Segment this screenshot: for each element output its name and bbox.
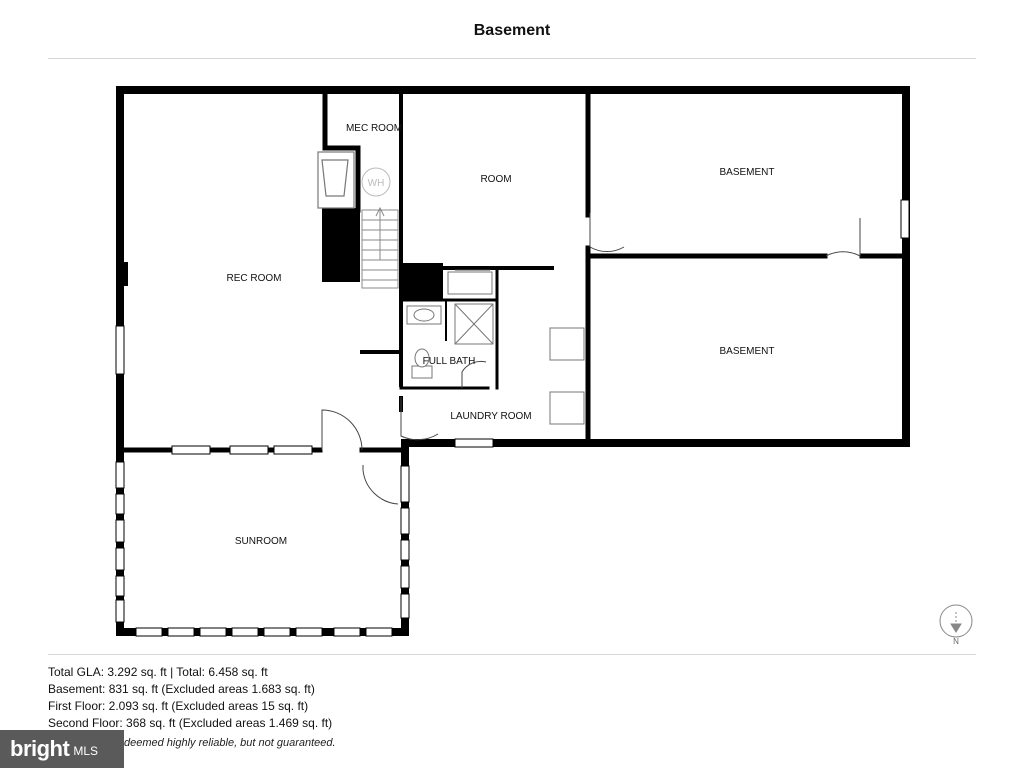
header-divider <box>48 58 976 59</box>
area-summary: Total GLA: 3.292 sq. ft | Total: 6.458 s… <box>48 664 332 732</box>
page-title: Basement <box>473 22 551 39</box>
compass-icon: N <box>939 604 973 646</box>
wall-column <box>118 262 128 286</box>
logo-mls: MLS <box>73 744 99 758</box>
walls <box>116 86 910 636</box>
bright-mls-logo: bright MLS <box>0 730 124 768</box>
area-total: Total GLA: 3.292 sq. ft | Total: 6.458 s… <box>48 665 268 679</box>
floor-plan: WH <box>115 86 973 646</box>
label-mec-room: MEC ROOM <box>346 123 402 134</box>
area-basement: Basement: 831 sq. ft (Excluded areas 1.6… <box>48 682 315 696</box>
footer-divider <box>48 654 976 655</box>
staircase <box>361 206 399 289</box>
chimney-block <box>403 263 443 299</box>
area-first-floor: First Floor: 2.093 sq. ft (Excluded area… <box>48 699 309 713</box>
label-full-bath: FULL BATH <box>423 356 476 367</box>
label-sunroom: SUNROOM <box>235 536 287 547</box>
compass-label: N <box>953 637 959 646</box>
stair-block <box>322 208 360 282</box>
logo-brand: bright <box>10 736 70 761</box>
water-heater: WH <box>361 167 391 197</box>
doors <box>321 213 861 505</box>
laundry-appliances <box>549 327 585 425</box>
label-basement-upper: BASEMENT <box>719 167 774 178</box>
windows <box>115 199 910 637</box>
label-laundry-room: LAUNDRY ROOM <box>450 411 531 422</box>
bath-fixtures <box>406 271 494 379</box>
water-heater-label: WH <box>368 178 385 189</box>
disclaimer: deemed highly reliable, but not guarante… <box>124 737 336 749</box>
area-second-floor: Second Floor: 368 sq. ft (Excluded areas… <box>48 716 333 730</box>
label-room: ROOM <box>480 174 511 185</box>
label-basement-lower: BASEMENT <box>719 346 774 357</box>
label-rec-room: REC ROOM <box>227 273 282 284</box>
fireplace <box>317 151 355 209</box>
